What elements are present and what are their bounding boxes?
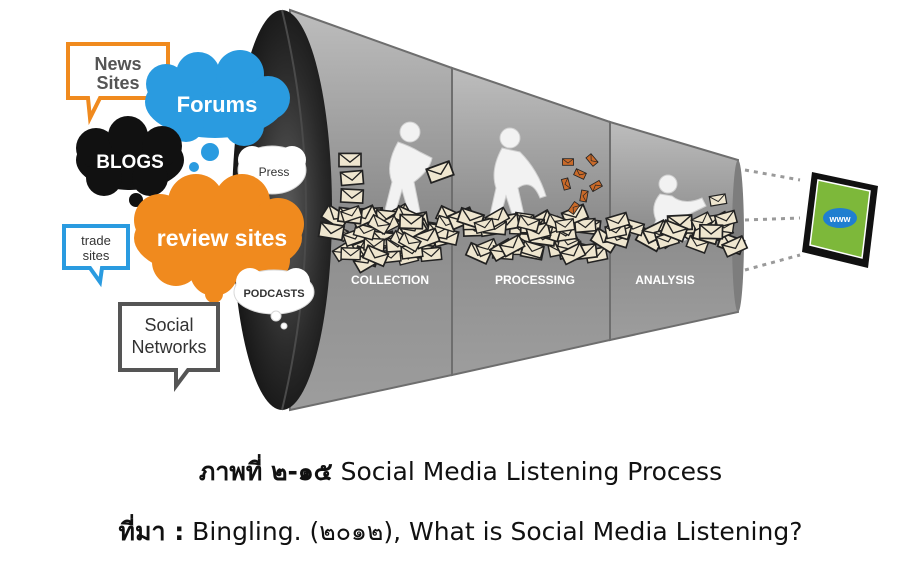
social-networks-line1: Social <box>144 315 193 335</box>
envelope-icon <box>708 193 728 207</box>
envelope-icon <box>340 246 362 261</box>
news-sites-line2: Sites <box>96 73 139 93</box>
source-label: ที่มา : <box>118 517 185 546</box>
www-monitor-icon: www <box>802 172 878 268</box>
envelope-icon <box>554 217 576 233</box>
stage-label-processing: PROCESSING <box>495 273 575 287</box>
press-label: Press <box>259 165 290 179</box>
trade-sites-line1: trade <box>81 233 111 248</box>
envelope-pile-analysis <box>603 209 749 258</box>
worker-collection-figure <box>381 121 433 225</box>
envelope-icon <box>579 189 589 203</box>
figure-title: Social Media Listening Process <box>340 457 723 486</box>
trade-sites-bubble: trade sites <box>62 224 130 288</box>
source-text: Bingling. (๒๐๑๒), What is Social Media L… <box>192 517 803 546</box>
envelope-icon <box>498 233 526 258</box>
www-label: www <box>828 214 851 224</box>
envelope-pile-processing <box>446 203 620 266</box>
forums-label: Forums <box>177 92 258 117</box>
envelope-pile-collection <box>317 202 464 274</box>
stage-label-collection: COLLECTION <box>351 273 429 287</box>
envelope-icon <box>559 242 587 266</box>
envelope-icon <box>605 211 631 232</box>
envelope-icon <box>398 213 424 230</box>
envelope-icon <box>567 201 581 215</box>
envelope-icon <box>720 234 749 258</box>
envelope-icon <box>516 214 541 233</box>
envelope-icon <box>562 158 574 166</box>
news-sites-line1: News <box>94 54 141 74</box>
social-networks-bubble: Social Networks <box>118 302 220 392</box>
podcasts-bubble: PODCASTS <box>233 268 315 330</box>
envelope-icon <box>473 217 496 235</box>
envelope-icon <box>698 223 724 240</box>
envelope-icon <box>475 237 499 258</box>
podcasts-label: PODCASTS <box>243 288 304 300</box>
figure-label: ภาพที่ ๒-๑๕ <box>198 457 333 486</box>
blogs-bubble: BLOGS <box>76 116 184 216</box>
figure-caption: ภาพที่ ๒-๑๕ Social Media Listening Proce… <box>0 452 921 492</box>
envelope-icon <box>339 187 365 205</box>
envelope-icon <box>361 244 390 268</box>
envelope-icon <box>713 209 739 229</box>
envelope-icon <box>589 179 603 193</box>
review-sites-label: review sites <box>157 225 287 251</box>
envelope-icon <box>585 153 599 167</box>
forums-bubble: Forums <box>145 50 290 172</box>
flying-envelopes <box>338 152 728 215</box>
envelope-icon <box>397 231 422 253</box>
envelope-icon <box>425 159 455 185</box>
output-dotted-lines <box>744 168 801 272</box>
envelope-icon <box>339 205 363 224</box>
trade-sites-line2: sites <box>83 248 110 263</box>
envelope-icon <box>317 221 346 242</box>
stage-label-analysis: ANALYSIS <box>635 273 695 287</box>
social-networks-line2: Networks <box>131 337 206 357</box>
worker-processing-figure <box>487 127 547 227</box>
envelope-icon <box>573 168 587 180</box>
envelope-icon <box>338 152 362 168</box>
envelope-icon <box>419 246 443 263</box>
envelope-icon <box>560 177 572 191</box>
source-caption: ที่มา : Bingling. (๒๐๑๒), What is Social… <box>0 512 921 552</box>
envelope-icon <box>366 213 392 236</box>
envelope-icon <box>339 169 365 187</box>
blogs-label: BLOGS <box>96 152 164 173</box>
envelope-icon <box>659 219 689 243</box>
review-sites-bubble: review sites <box>134 174 304 303</box>
news-sites-bubble: News Sites <box>66 42 170 126</box>
